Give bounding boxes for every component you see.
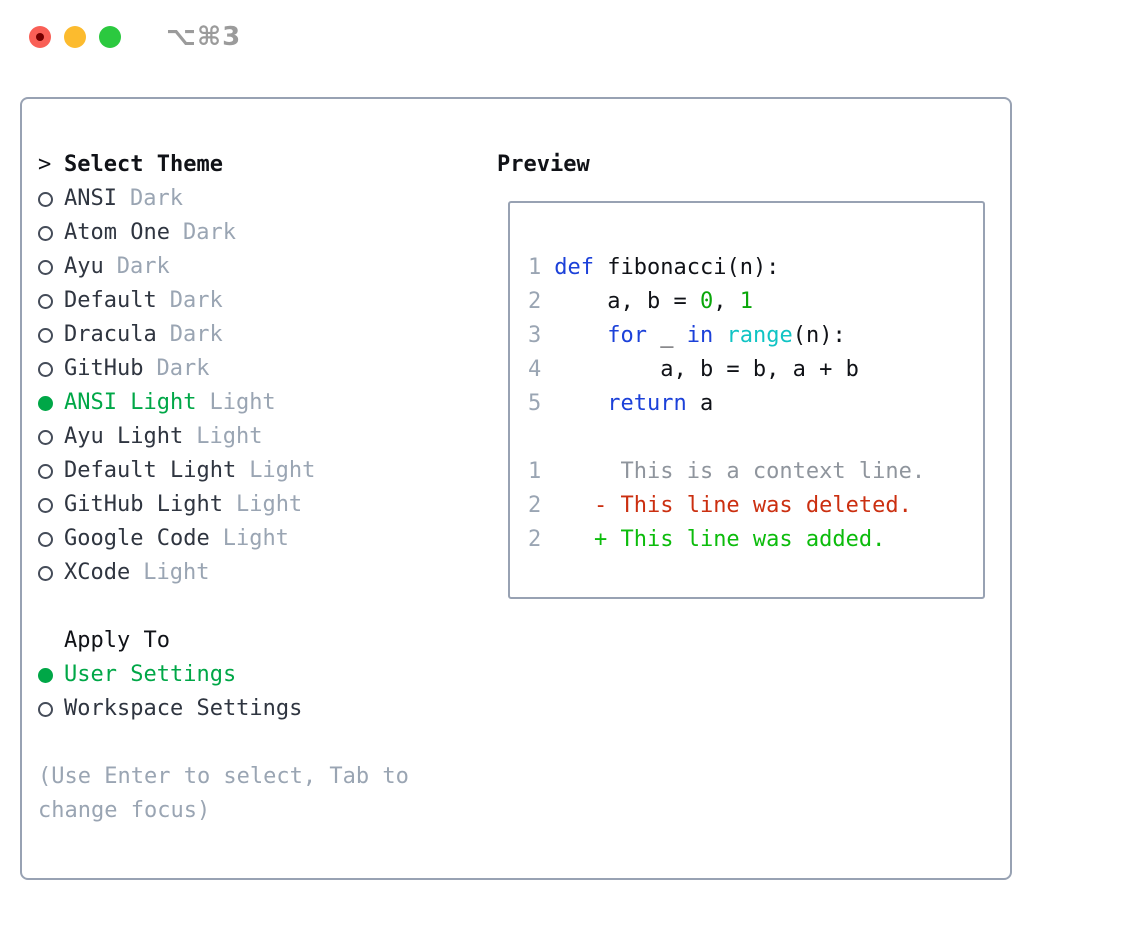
option-variant: Light	[222, 526, 289, 551]
radio-icon	[38, 463, 53, 479]
theme-selector-title: Select Theme	[64, 152, 223, 177]
zoom-button[interactable]	[99, 26, 121, 48]
code-line: 2 a, b = 0, 1	[528, 285, 983, 319]
radio-icon	[38, 259, 53, 275]
line-number: 3	[528, 323, 542, 348]
code-line: 1 def fibonacci(n):	[528, 251, 983, 285]
code-line: 2 - This line was deleted.	[528, 489, 983, 523]
radio-icon	[38, 429, 53, 445]
main-panel: > Select Theme ANSI Dark Atom One Dark A…	[20, 97, 1012, 880]
theme-option[interactable]: Google Code Light	[38, 522, 478, 556]
window-shortcut-label: ⌥⌘3	[166, 22, 242, 52]
line-number: 5	[528, 391, 542, 416]
theme-option[interactable]: Ayu Dark	[38, 250, 478, 284]
theme-option[interactable]: Default Light Light	[38, 454, 478, 488]
option-variant: Light	[235, 492, 303, 517]
theme-selector: > Select Theme ANSI Dark Atom One Dark A…	[38, 148, 478, 828]
preview-title: Preview	[497, 152, 590, 177]
apply-to-option[interactable]: Workspace Settings	[38, 692, 478, 726]
option-name: Dracula	[64, 322, 157, 347]
theme-option[interactable]: GitHub Light Light	[38, 488, 478, 522]
theme-option[interactable]: ANSI Dark	[38, 182, 478, 216]
radio-icon	[38, 701, 53, 717]
option-name: Ayu Light	[64, 424, 184, 449]
option-variant: Dark	[116, 254, 170, 279]
option-name: Workspace Settings	[64, 696, 303, 721]
option-name: ANSI	[64, 186, 117, 211]
apply-to-options: User Settings Workspace Settings	[38, 658, 478, 726]
option-variant: Dark	[129, 186, 183, 211]
radio-icon	[38, 191, 53, 207]
apply-to-section: Apply To User Settings Workspace Setting…	[38, 624, 478, 726]
option-variant: Light	[196, 424, 263, 449]
radio-icon	[38, 497, 53, 513]
apply-to-title: Apply To	[64, 628, 170, 653]
option-variant: Light	[209, 390, 276, 415]
apply-to-option[interactable]: User Settings	[38, 658, 478, 692]
minimize-button[interactable]	[64, 26, 86, 48]
line-number: 1	[528, 459, 542, 484]
code-line: 5 return a	[528, 387, 983, 421]
option-variant: Dark	[156, 356, 210, 381]
option-name: GitHub	[64, 356, 144, 381]
radio-icon	[38, 667, 53, 683]
focus-caret-icon: >	[38, 152, 52, 177]
option-name: Ayu	[64, 254, 104, 279]
option-name: Google Code	[64, 526, 210, 551]
close-dot-icon	[36, 33, 44, 41]
option-name: XCode	[64, 560, 131, 585]
option-name: Atom One	[64, 220, 170, 245]
theme-option[interactable]: Atom One Dark	[38, 216, 478, 250]
option-name: Default Light	[64, 458, 237, 483]
option-name: Default	[64, 288, 157, 313]
code-line: 3 for _ in range(n):	[528, 319, 983, 353]
option-variant: Dark	[169, 288, 223, 313]
option-variant: Dark	[169, 322, 223, 347]
theme-option[interactable]: Ayu Light Light	[38, 420, 478, 454]
radio-icon	[38, 225, 53, 241]
theme-option[interactable]: XCode Light	[38, 556, 478, 590]
theme-list: ANSI Dark Atom One Dark Ayu Dark Default…	[38, 182, 478, 590]
line-number: 2	[528, 493, 542, 518]
code-line: 1 This is a context line.	[528, 455, 983, 489]
theme-option[interactable]: ANSI Light Light	[38, 386, 478, 420]
option-name: GitHub Light	[64, 492, 223, 517]
radio-icon	[38, 293, 53, 309]
titlebar: ⌥⌘3	[0, 0, 1140, 75]
radio-icon	[38, 531, 53, 547]
radio-icon	[38, 395, 53, 411]
theme-option[interactable]: GitHub Dark	[38, 352, 478, 386]
theme-selector-header: > Select Theme	[38, 148, 478, 182]
theme-option[interactable]: Default Dark	[38, 284, 478, 318]
line-number: 1	[528, 255, 542, 280]
line-number: 2	[528, 289, 542, 314]
option-variant: Light	[249, 458, 316, 483]
option-name: ANSI Light	[64, 390, 197, 415]
line-number: 2	[528, 527, 542, 552]
radio-icon	[38, 361, 53, 377]
option-variant: Dark	[182, 220, 236, 245]
theme-option[interactable]: Dracula Dark	[38, 318, 478, 352]
option-variant: Light	[143, 560, 210, 585]
code-line: 2 + This line was added.	[528, 523, 983, 557]
radio-icon	[38, 327, 53, 343]
code-line	[528, 421, 983, 455]
close-button[interactable]	[29, 26, 51, 48]
option-name: User Settings	[64, 662, 237, 687]
hint-text: (Use Enter to select, Tab to change focu…	[38, 764, 409, 823]
radio-icon	[38, 565, 53, 581]
line-number: 4	[528, 357, 542, 382]
code-line: 4 a, b = b, a + b	[528, 353, 983, 387]
